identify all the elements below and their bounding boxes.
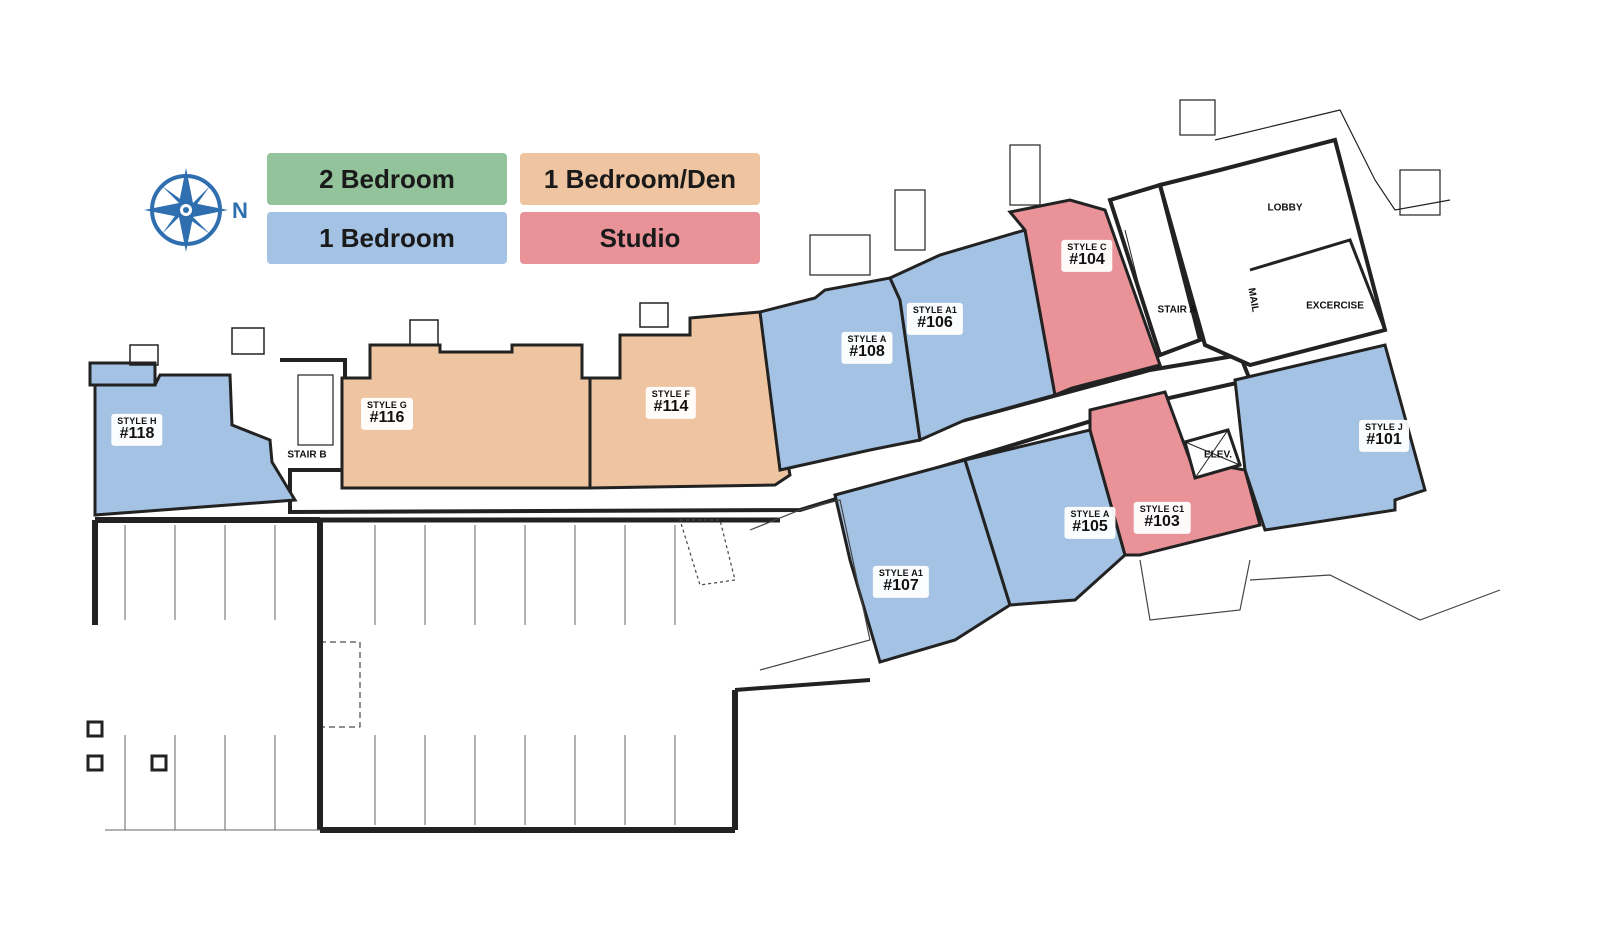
unit-style: STYLE C bbox=[1067, 241, 1107, 252]
lobby-block bbox=[1157, 99, 1451, 368]
legend-one-bedroom: 1 Bedroom bbox=[267, 212, 507, 264]
unit-style: STYLE A bbox=[847, 333, 887, 344]
unit-number: #116 bbox=[369, 409, 405, 427]
compass-north-label: N bbox=[232, 198, 248, 223]
unit-number: #104 bbox=[1069, 251, 1105, 269]
unit-style: STYLE G bbox=[367, 399, 407, 410]
area-elevator: ELEV. bbox=[1204, 449, 1232, 461]
unit-101 bbox=[1233, 343, 1427, 532]
unit-number: #114 bbox=[653, 398, 689, 416]
unit-number: #108 bbox=[849, 343, 885, 361]
unit-108 bbox=[758, 234, 922, 472]
legend-studio: Studio bbox=[520, 212, 760, 264]
unit-style: STYLE A1 bbox=[912, 304, 958, 315]
unit-style: STYLE A bbox=[1070, 508, 1110, 519]
unit-style: STYLE H bbox=[117, 415, 157, 426]
area-lobby: LOBBY bbox=[1267, 202, 1303, 214]
legend-two-bedroom: 2 Bedroom bbox=[267, 153, 507, 205]
area-excercise: EXCERCISE bbox=[1306, 300, 1364, 312]
unit-style: STYLE C1 bbox=[1139, 503, 1185, 514]
unit-103 bbox=[1088, 390, 1262, 557]
unit-104 bbox=[1007, 144, 1162, 398]
unit-label-104: STYLE C #104 bbox=[1061, 239, 1113, 273]
unit-style: STYLE A1 bbox=[878, 567, 924, 578]
elevator bbox=[1183, 428, 1242, 480]
unit-style: STYLE J bbox=[1365, 421, 1403, 432]
unit-106 bbox=[888, 189, 1057, 443]
unit-118 bbox=[88, 344, 298, 517]
unit-label-105: STYLE A #105 bbox=[1064, 506, 1116, 540]
exterior-details bbox=[679, 499, 1501, 671]
unit-number: #101 bbox=[1366, 431, 1402, 449]
compass-rose-icon bbox=[144, 168, 228, 252]
area-stair-a: STAIR A bbox=[1157, 304, 1197, 316]
unit-number: #105 bbox=[1072, 518, 1108, 536]
unit-style: STYLE F bbox=[651, 388, 691, 399]
unit-label-108: STYLE A #108 bbox=[841, 331, 893, 365]
parking-garage bbox=[86, 517, 871, 833]
legend-one-bedroom-den: 1 Bedroom/Den bbox=[520, 153, 760, 205]
unit-number: #106 bbox=[917, 314, 953, 332]
unit-label-106: STYLE A1 #106 bbox=[906, 302, 964, 336]
area-stair-b: STAIR B bbox=[287, 449, 327, 461]
unit-number: #107 bbox=[883, 577, 919, 595]
unit-105 bbox=[963, 428, 1127, 607]
unit-label-118: STYLE H #118 bbox=[111, 413, 163, 447]
unit-label-101: STYLE J #101 bbox=[1359, 419, 1409, 453]
unit-number: #103 bbox=[1144, 513, 1180, 531]
stair-a bbox=[1107, 182, 1203, 358]
unit-label-107: STYLE A1 #107 bbox=[872, 565, 930, 599]
unit-label-114: STYLE F #114 bbox=[645, 386, 697, 420]
unit-label-103: STYLE C1 #103 bbox=[1133, 501, 1191, 535]
unit-number: #118 bbox=[119, 425, 155, 443]
unit-label-116: STYLE G #116 bbox=[361, 397, 413, 431]
